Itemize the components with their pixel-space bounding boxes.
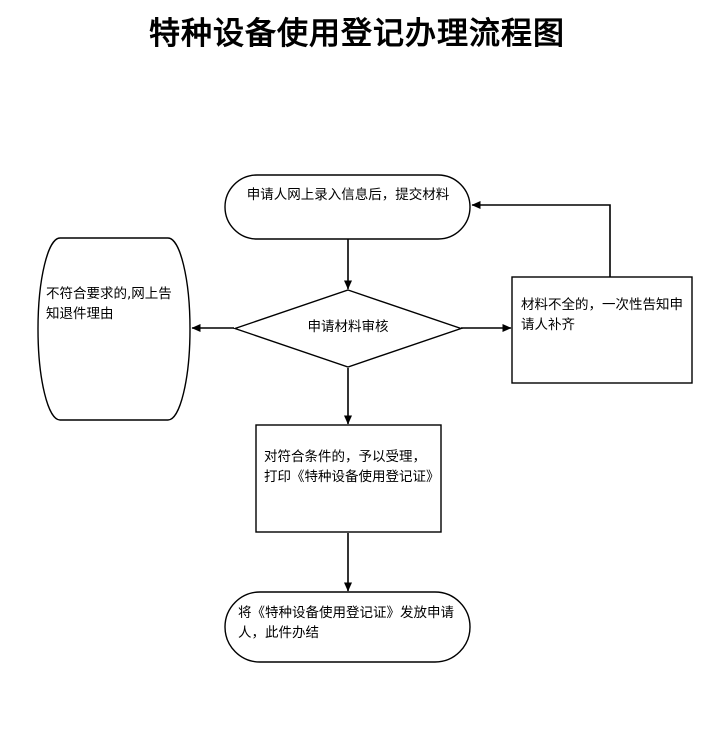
node-reject[interactable] (37, 237, 191, 421)
node-incomplete[interactable] (511, 276, 693, 384)
node-decision[interactable] (232, 289, 464, 368)
node-start[interactable] (224, 174, 471, 240)
edge-incomplete-to-start (471, 201, 611, 277)
node-accept[interactable] (255, 424, 442, 533)
page-title: 特种设备使用登记办理流程图 (149, 16, 565, 52)
node-finish[interactable] (224, 591, 471, 663)
